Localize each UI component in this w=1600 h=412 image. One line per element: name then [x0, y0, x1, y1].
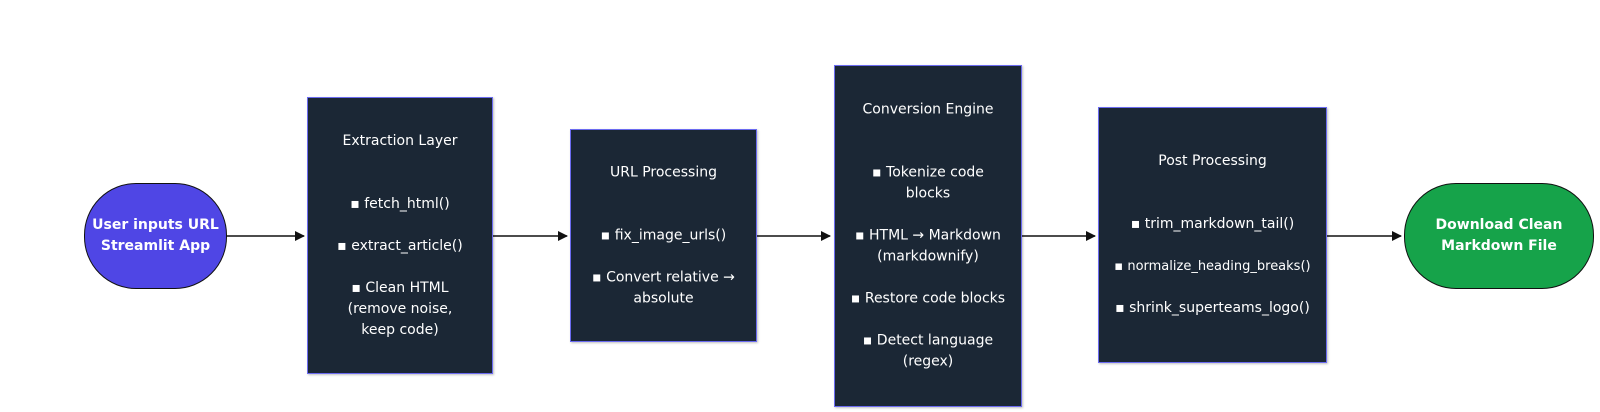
conversion-item: ▪ Tokenize code blocks — [872, 164, 984, 202]
extraction-layer-title: Extraction Layer — [342, 132, 458, 149]
extraction-layer-box: Extraction Layer ▪ fetch_html() ▪ extrac… — [307, 97, 493, 374]
url-processing-item: ▪ Convert relative → absolute — [592, 269, 735, 306]
start-node-line: User inputs URL — [92, 217, 219, 233]
url-processing-box: URL Processing ▪ fix_image_urls() ▪ Conv… — [570, 129, 757, 342]
conversion-item: ▪ HTML → Markdown (markdownify) — [855, 227, 1001, 265]
start-node: User inputs URL Streamlit App — [84, 183, 227, 289]
extraction-item: ▪ fetch_html() — [350, 195, 450, 212]
conversion-engine-title: Conversion Engine — [862, 101, 994, 118]
start-node-line: Streamlit App — [100, 238, 211, 254]
post-processing-item: ▪ shrink_superteams_logo() — [1115, 300, 1310, 316]
conversion-engine-box: Conversion Engine ▪ Tokenize code blocks… — [834, 65, 1022, 407]
post-processing-title: Post Processing — [1158, 153, 1267, 169]
extraction-item: ▪ extract_article() — [337, 237, 463, 254]
conversion-item: ▪ Detect language (regex) — [862, 332, 994, 370]
post-processing-item: ▪ normalize_heading_breaks() — [1114, 259, 1311, 274]
end-node: Download Clean Markdown File — [1404, 183, 1594, 289]
end-node-line: Download Clean — [1435, 217, 1563, 233]
url-processing-item: ▪ fix_image_urls() — [600, 227, 727, 243]
conversion-item: ▪ Restore code blocks — [850, 290, 1006, 307]
end-node-line: Markdown File — [1441, 238, 1557, 254]
post-processing-item: ▪ trim_markdown_tail() — [1130, 216, 1295, 232]
extraction-item: ▪ Clean HTML (remove noise, keep code) — [347, 279, 453, 338]
url-processing-title: URL Processing — [610, 164, 717, 180]
post-processing-box: Post Processing ▪ trim_markdown_tail() ▪… — [1098, 107, 1327, 363]
